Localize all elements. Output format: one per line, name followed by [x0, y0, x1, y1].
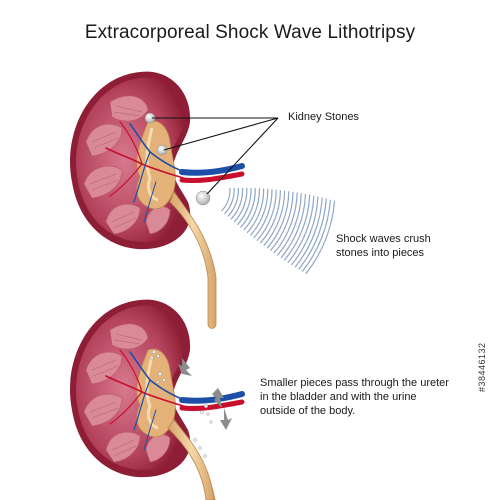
shock-wave-arc — [233, 187, 248, 223]
shock-wave-arc — [301, 199, 331, 272]
stone-middle — [156, 144, 168, 156]
smaller-pieces-label: Smaller pieces pass through the ureter i… — [260, 376, 490, 418]
stock-id: #38446132 — [477, 342, 487, 392]
kidney-stones-label: Kidney Stones — [288, 111, 359, 123]
bottom-kidney — [68, 298, 245, 500]
shock-wave-arc — [259, 190, 281, 244]
smaller-pieces-label-line: outside of the body. — [260, 405, 356, 417]
shock-wave-arc — [230, 187, 244, 220]
shock-wave-arc — [221, 187, 231, 212]
shock-wave-arc — [243, 188, 261, 231]
shock-waves-label-line: Shock waves crush — [336, 233, 431, 245]
shock-wave-arc — [263, 190, 286, 247]
shock-wave-arc — [266, 191, 290, 249]
shock-wave-arc — [298, 198, 327, 270]
shock-wave-arc — [227, 187, 239, 217]
top-kidney — [68, 70, 245, 329]
shock-waves — [221, 187, 336, 275]
shock-wave-arc — [256, 189, 277, 241]
stone-ureter — [195, 190, 211, 206]
shock-wave-arc — [276, 193, 302, 256]
shock-wave-arc — [305, 200, 336, 275]
shock-wave-arc — [287, 195, 315, 263]
smaller-pieces-label-line: in the bladder and with the urine — [260, 391, 417, 403]
smaller-pieces-label-line: Smaller pieces pass through the ureter — [260, 377, 449, 389]
shock-waves-label: Shock waves crush stones into pieces — [336, 232, 486, 260]
shock-wave-arc — [294, 197, 323, 268]
shock-waves-label-line: stones into pieces — [336, 247, 425, 259]
flow-arrows — [178, 358, 224, 408]
bottom-ureter — [167, 408, 232, 500]
shock-wave-arc — [246, 188, 265, 234]
shock-wave-arc — [236, 187, 252, 226]
page-title: Extracorporeal Shock Wave Lithotripsy — [84, 22, 416, 43]
shock-wave-arc — [270, 191, 294, 251]
stone-fragments — [150, 350, 213, 424]
shock-wave-arc — [249, 188, 269, 236]
shock-wave-arc — [240, 188, 256, 228]
shock-wave-arc — [273, 192, 298, 254]
shock-wave-arc — [253, 189, 273, 239]
kidney-stones-pointer-lines — [152, 117, 279, 195]
shock-wave-arc — [291, 196, 319, 266]
shock-wave-arc — [283, 194, 311, 261]
shock-wave-arc — [280, 193, 307, 259]
shock-wave-arc — [224, 187, 235, 215]
